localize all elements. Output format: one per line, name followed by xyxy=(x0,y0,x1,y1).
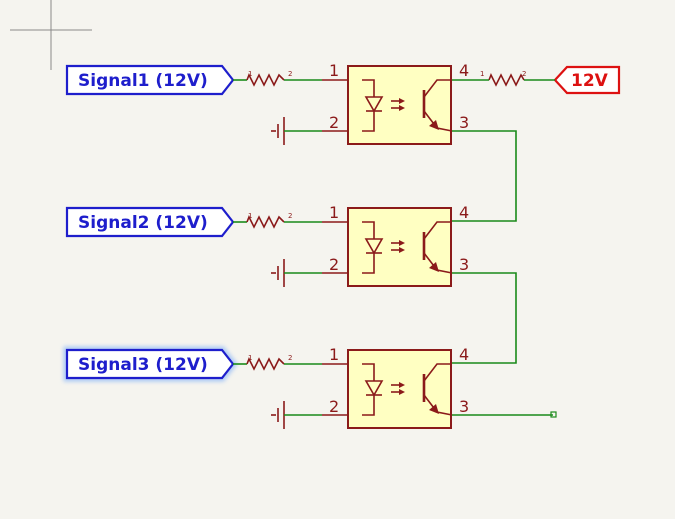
resistor-pin2-num: 2 xyxy=(288,354,292,362)
resistor-pin2-num: 2 xyxy=(288,70,292,78)
channel-3: Signal3 (12V) 1 2 1 2 xyxy=(63,345,469,429)
optocoupler[interactable] xyxy=(347,349,453,429)
unconnected-wire-end[interactable] xyxy=(550,411,557,418)
wire-opto1-to-opto2[interactable] xyxy=(452,130,517,222)
resistor-pin1-num: 1 xyxy=(480,70,484,78)
pin-3-number: 3 xyxy=(459,397,469,416)
resistor-pin1-num: 1 xyxy=(248,212,252,220)
input-resistor[interactable]: 1 2 xyxy=(246,70,292,87)
ground-symbol[interactable] xyxy=(271,401,285,429)
global-label-signal3[interactable]: Signal3 (12V) xyxy=(63,346,238,382)
input-resistor[interactable]: 1 2 xyxy=(246,212,292,229)
pin-3-number: 3 xyxy=(459,113,469,132)
pin-1-number: 1 xyxy=(329,345,339,364)
crosshair-cursor xyxy=(10,0,92,70)
global-label-text: Signal2 (12V) xyxy=(78,213,208,233)
pin-4-number: 4 xyxy=(459,345,469,364)
resistor-pin1-num: 1 xyxy=(248,354,252,362)
wire-opto2-to-opto3[interactable] xyxy=(452,272,517,364)
pin-2-number: 2 xyxy=(329,255,339,274)
pullup-resistor[interactable]: 1 2 xyxy=(480,70,526,87)
channel-2: Signal2 (12V) 1 2 1 2 xyxy=(65,203,469,287)
resistor-pin2-num: 2 xyxy=(288,212,292,220)
power-label-12v[interactable]: 12V xyxy=(553,65,621,95)
optocoupler[interactable] xyxy=(347,207,453,287)
global-label-signal1[interactable]: Signal1 (12V) xyxy=(65,64,235,96)
pin-4-number: 4 xyxy=(459,61,469,80)
pin-2-number: 2 xyxy=(329,397,339,416)
pin-1-number: 1 xyxy=(329,61,339,80)
pin-1-number: 1 xyxy=(329,203,339,222)
power-label-text: 12V xyxy=(571,71,609,91)
global-label-signal2[interactable]: Signal2 (12V) xyxy=(65,206,235,238)
pin-4-number: 4 xyxy=(459,203,469,222)
pin-3-number: 3 xyxy=(459,255,469,274)
input-resistor[interactable]: 1 2 xyxy=(246,354,292,371)
pin-2-number: 2 xyxy=(329,113,339,132)
channel-1: Signal1 (12V) 1 2 1 2 xyxy=(65,61,469,145)
global-label-text: Signal3 (12V) xyxy=(78,355,208,375)
resistor-pin1-num: 1 xyxy=(248,70,252,78)
global-label-text: Signal1 (12V) xyxy=(78,71,208,91)
optocoupler[interactable] xyxy=(347,65,453,145)
ground-symbol[interactable] xyxy=(271,259,285,287)
ground-symbol[interactable] xyxy=(271,117,285,145)
resistor-pin2-num: 2 xyxy=(522,70,526,78)
